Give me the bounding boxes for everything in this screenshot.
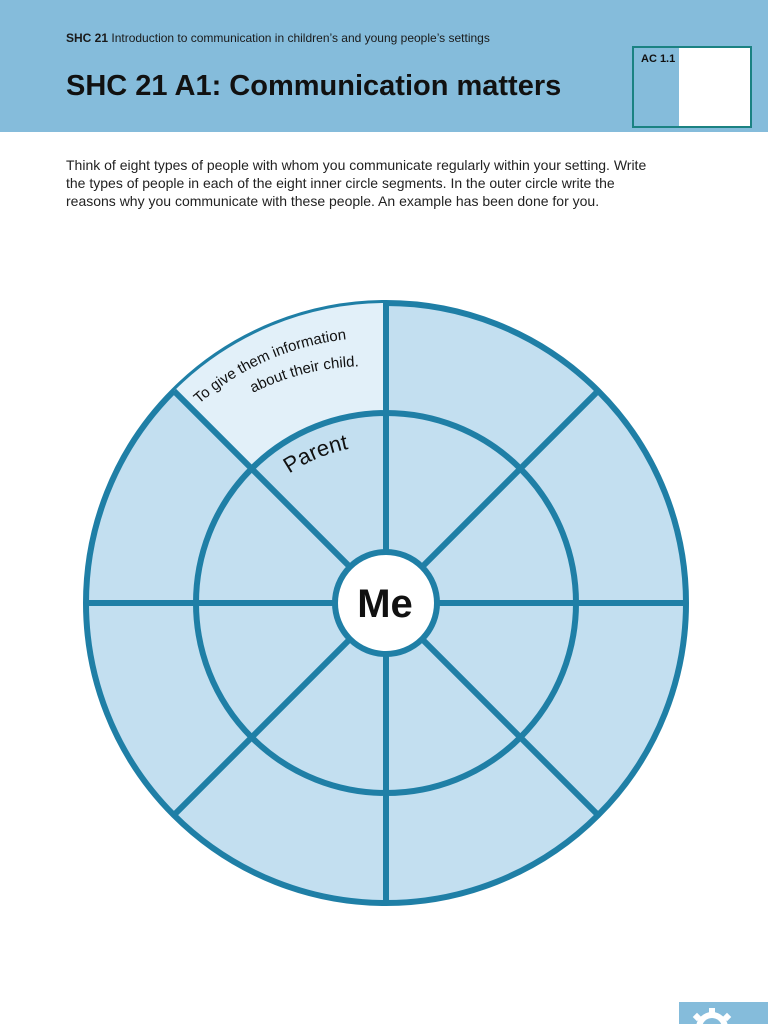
ac-box: AC 1.1 [632,46,752,128]
course-line: SHC 21 Introduction to communication in … [66,31,490,45]
example-outer-segment [174,303,386,469]
center-label: Me [357,582,413,626]
course-code: SHC 21 [66,31,109,45]
communication-wheel: Me To give them information about their … [83,300,689,906]
course-title: Introduction to communication in childre… [111,31,490,45]
center-circle [332,549,440,657]
instructions-text: Think of eight types of people with whom… [66,157,647,209]
corner-logo [679,1002,768,1029]
gear-logo-icon [692,1008,732,1029]
ac-box-white-area [679,48,750,126]
page-title: SHC 21 A1: Communication matters [66,70,562,102]
ac-label: AC 1.1 [641,53,676,65]
